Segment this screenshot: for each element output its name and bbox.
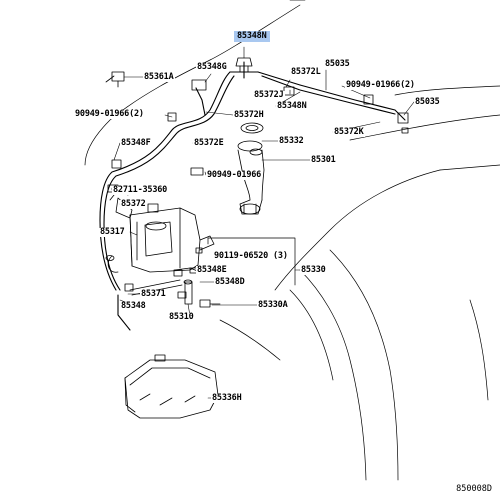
part-label-85348e[interactable]: 85348E	[196, 265, 228, 275]
part-label-82711[interactable]: 82711-35360	[112, 185, 169, 195]
part-label-85035-right[interactable]: 85035	[414, 97, 441, 107]
part-label-85330a[interactable]: 85330A	[257, 300, 289, 310]
part-label-85348d[interactable]: 85348D	[214, 277, 246, 287]
part-label-85301[interactable]: 85301	[310, 155, 337, 165]
fastener-bracket	[207, 237, 296, 286]
part-label-85035-top[interactable]: 85035	[324, 59, 351, 69]
part-label-90949-left[interactable]: 90949-01966(2)	[74, 109, 145, 119]
washer-tank	[109, 189, 215, 273]
part-label-85348g[interactable]: 85348G	[196, 62, 228, 72]
part-label-85348n-top[interactable]: 85348N	[234, 31, 270, 42]
diagram-code: 850008D	[456, 484, 492, 494]
part-label-85317[interactable]: 85317	[99, 227, 126, 237]
body-panel-lines	[84, 0, 500, 481]
part-label-85372k[interactable]: 85372K	[333, 127, 365, 137]
part-label-85348[interactable]: 85348	[120, 301, 147, 311]
part-label-85348n-mid[interactable]: 85348N	[276, 101, 308, 111]
part-label-85371[interactable]: 85371	[140, 289, 167, 299]
part-label-85372[interactable]: 85372	[120, 199, 147, 209]
part-label-85372j[interactable]: 85372J	[253, 90, 285, 100]
part-label-85310[interactable]: 85310	[168, 312, 195, 322]
part-label-90949-mid[interactable]: 90949-01966	[206, 170, 263, 180]
part-label-85372h[interactable]: 85372H	[233, 110, 265, 120]
lower-tank-cover	[124, 354, 219, 419]
part-label-85361a[interactable]: 85361A	[143, 72, 175, 82]
hose-lines	[99, 61, 406, 331]
part-label-85332[interactable]: 85332	[278, 136, 305, 146]
hose-clamps	[105, 71, 409, 193]
part-label-85330[interactable]: 85330	[300, 265, 327, 275]
part-label-85336h[interactable]: 85336H	[211, 393, 243, 403]
part-label-85372l[interactable]: 85372L	[290, 67, 322, 77]
filler-neck	[190, 122, 265, 215]
part-label-85372e[interactable]: 85372E	[193, 138, 225, 148]
part-label-85348f[interactable]: 85348F	[120, 138, 152, 148]
part-label-90949-right[interactable]: 90949-01966(2)	[345, 80, 416, 90]
part-label-90119[interactable]: 90119-06520 (3)	[213, 251, 289, 261]
washer-nozzle	[235, 57, 253, 73]
